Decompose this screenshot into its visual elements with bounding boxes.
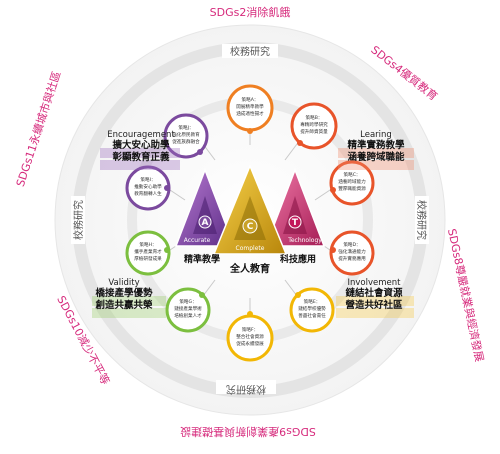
learning-highlight-2 [338,160,414,170]
letter-a: A [202,218,209,228]
node-c-line2: 豐厚職能資源 [338,185,366,192]
complete-label: Complete [236,245,265,252]
involvement-en: Involvement [348,278,402,288]
validity-zh1: 橋接產學優勢 [95,287,153,299]
learning-zh1: 精準實務教學 [347,139,405,151]
learning-en: Learing [360,130,392,140]
validity-highlight-1 [92,296,166,306]
strategy-node-f: 策略F： 整合社會資源 促成永續發展 [226,311,274,362]
letter-c: C [247,222,254,232]
ring-label-bottom-bg [216,380,276,394]
involvement-zh1: 鏈結社會資源 [345,287,403,299]
node-a-title: 策略A： [242,96,259,103]
ring-label-top-bg [222,44,278,58]
encouragement-en: Encouragement [107,130,175,140]
node-j-line1: 強化原民教育 [172,131,200,138]
validity-highlight-2 [92,308,166,318]
strategy-node-h: 策略H： 攜手產業育才 厚植研發成果 [125,230,171,276]
ring-label-right-bg [415,196,429,244]
sdg11-label: SDGs11永續城市與社區 [13,69,64,188]
node-h-line1: 攜手產業育才 [134,248,162,255]
node-a-line1: 開展精準教學 [236,103,264,110]
node-h-title: 策略H： [139,241,156,248]
encouragement-zh1: 擴大安心助學 [112,139,170,151]
node-c-line1: 涵養跨域能力 [338,178,366,185]
node-g-line2: 培植創業人才 [174,312,202,319]
tech-application-label: 科技應用 [280,253,316,265]
triangle-technology: T Technology [264,167,326,247]
node-h-line2: 厚植研發成果 [134,255,162,262]
sdg2-label: SDGs2消除飢餓 [210,5,291,19]
research-label-top: 校務研究 [230,45,270,58]
node-e-line1: 鏈結學校優勢 [298,305,326,312]
involvement-highlight-2 [336,308,414,318]
node-d-title: 策略D： [343,241,360,248]
node-c-title: 策略C： [344,171,361,178]
node-i-line2: 教育翻轉人生 [134,190,162,197]
research-label-right: 校務研究 [415,200,428,240]
strategy-node-a: 策略A： 開展精準教學 涵成適性揚才 [226,84,274,134]
node-b-title: 策略B： [306,114,323,121]
triangle-complete: C Complete [212,164,288,255]
research-label-bottom: 校務研究 [226,383,266,396]
precision-teaching-label: 精準教學 [184,253,220,265]
node-f-title: 策略F： [242,326,258,333]
node-g-title: 策略G： [179,298,196,305]
node-b-line2: 提升師資質量 [300,128,328,135]
node-j-title: 策略J： [178,124,193,131]
sdg8-label: SDGs8尊嚴就業與經濟發展 [445,227,487,363]
node-b-line1: 專精跨學研究 [300,121,328,128]
encouragement-highlight-2 [100,160,180,170]
validity-zh2: 創造共贏共榮 [94,299,153,311]
node-d-line1: 強化溝通能力 [338,248,366,255]
strategy-node-j: 策略J： 強化原民教育 促進族群融合 [163,113,209,159]
holistic-education-label: 全人教育 [229,262,270,275]
strategy-node-g: 策略G： 鏈接產業學術 培植創業人才 [165,287,211,333]
strategy-node-d: 策略D： 強化溝通能力 提升實務應用 [329,230,375,276]
ring-label-left-bg [71,196,85,244]
validity-en: Validity [108,278,139,288]
node-d-line2: 提升實務應用 [338,255,366,262]
learning-highlight-1 [338,148,414,158]
node-e-line2: 善盡社會責任 [298,312,326,319]
node-g-line1: 鏈接產業學術 [174,305,202,312]
node-f-line1: 整合社會資源 [236,333,264,340]
encouragement-zh2: 彰顯教育正義 [112,151,170,163]
letter-t: T [292,218,299,228]
encouragement-highlight-1 [100,148,180,158]
learning-zh2: 涵養跨域職能 [347,151,405,163]
node-i-line1: 推動安心助學 [134,183,162,190]
node-e-title: 策略E： [304,298,321,305]
accurate-label: Accurate [184,237,211,244]
node-i-title: 策略I： [140,176,155,183]
technology-label: Technology [287,237,322,244]
node-a-line2: 涵成適性揚才 [236,110,264,117]
triangle-accurate: A Accurate [174,167,236,247]
node-j-line2: 促進族群融合 [172,138,200,145]
strategy-node-i: 策略I： 推動安心助學 教育翻轉人生 [125,165,171,211]
involvement-highlight-1 [336,296,414,306]
strategy-node-c: 策略C： 涵養跨域能力 豐厚職能資源 [329,160,375,206]
strategy-node-b: 策略B： 專精跨學研究 提升師資質量 [290,102,338,150]
involvement-zh2: 營造共好社區 [345,299,403,311]
node-f-line2: 促成永續發展 [236,340,264,347]
research-label-left: 校務研究 [72,200,85,240]
sdg9-label: SDGs9產業創新與基礎建設 [180,425,316,439]
strategy-node-e: 策略E： 鏈結學校優勢 善盡社會責任 [289,287,335,333]
